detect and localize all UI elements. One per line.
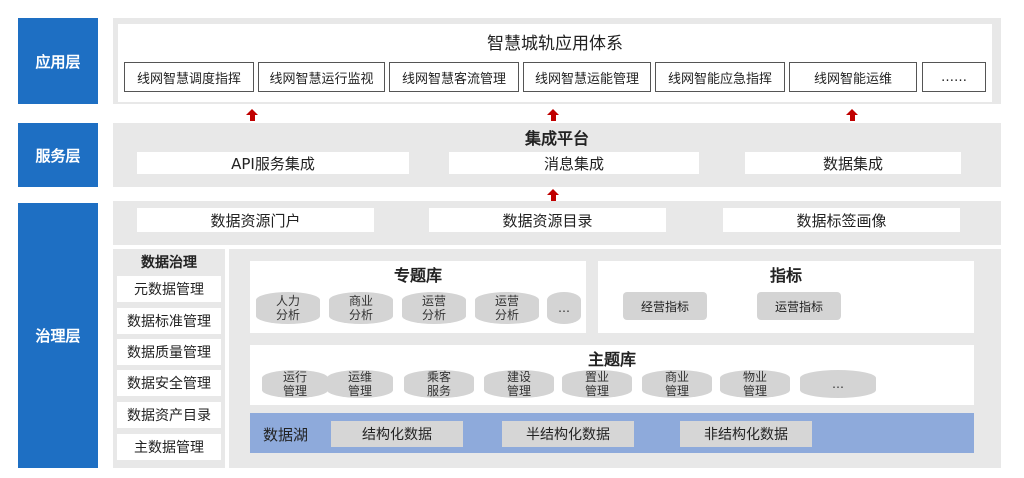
indicator-title: 指标	[769, 266, 802, 285]
app-item-emergency: 线网智能应急指挥	[655, 62, 785, 92]
subject-db-item: 运行 管理	[262, 370, 328, 398]
subject-db-item: …	[800, 370, 876, 398]
data-lake-item-unstructured: 非结构化数据	[680, 421, 812, 447]
topic-db-item: 人力 分析	[256, 292, 320, 324]
topic-db-title: 专题库	[393, 266, 442, 285]
subject-db-item: 物业 管理	[720, 370, 790, 398]
data-gov-title: 数据治理	[141, 255, 197, 271]
service-item-message: 消息集成	[449, 152, 699, 174]
app-item-more: ……	[922, 62, 986, 92]
data-gov-item: 数据标准管理	[117, 308, 221, 334]
subject-db-title: 主题库	[587, 350, 636, 369]
application-layer-label: 应用层	[18, 18, 98, 104]
gov-item-tag: 数据标签画像	[723, 208, 960, 232]
subject-db-item: 建设 管理	[484, 370, 554, 398]
service-title: 集成平台	[524, 129, 589, 148]
service-item-data: 数据集成	[745, 152, 961, 174]
topic-db-item: 运营 分析	[475, 292, 539, 324]
subject-db-item: 乘客 服务	[404, 370, 474, 398]
data-gov-item: 数据质量管理	[117, 339, 221, 365]
application-title: 智慧城轨应用体系	[487, 33, 623, 54]
gov-item-catalog: 数据资源目录	[429, 208, 666, 232]
service-layer-label: 服务层	[18, 123, 98, 187]
data-lake-item-structured: 结构化数据	[331, 421, 463, 447]
data-lake-title: 数据湖	[263, 425, 309, 444]
subject-db-item: 置业 管理	[562, 370, 632, 398]
indicator-item: 经营指标	[623, 292, 707, 320]
data-gov-item: 主数据管理	[117, 434, 221, 460]
data-lake-item-semi: 半结构化数据	[502, 421, 634, 447]
governance-layer-label: 治理层	[18, 203, 98, 468]
topic-db-item: 商业 分析	[329, 292, 393, 324]
topic-db-item: …	[547, 292, 581, 324]
data-gov-item: 数据资产目录	[117, 402, 221, 428]
subject-db-item: 运维 管理	[327, 370, 393, 398]
app-item-passenger-flow: 线网智慧客流管理	[389, 62, 519, 92]
gov-item-portal: 数据资源门户	[137, 208, 374, 232]
app-item-dispatch: 线网智慧调度指挥	[124, 62, 254, 92]
app-item-monitor: 线网智慧运行监视	[258, 62, 385, 92]
app-item-maintenance: 线网智能运维	[789, 62, 917, 92]
service-item-api: API服务集成	[137, 152, 409, 174]
app-item-capacity: 线网智慧运能管理	[523, 62, 651, 92]
data-gov-item: 元数据管理	[117, 276, 221, 302]
topic-db-item: 运营 分析	[402, 292, 466, 324]
indicator-item: 运营指标	[757, 292, 841, 320]
data-gov-item: 数据安全管理	[117, 370, 221, 396]
subject-db-item: 商业 管理	[642, 370, 712, 398]
